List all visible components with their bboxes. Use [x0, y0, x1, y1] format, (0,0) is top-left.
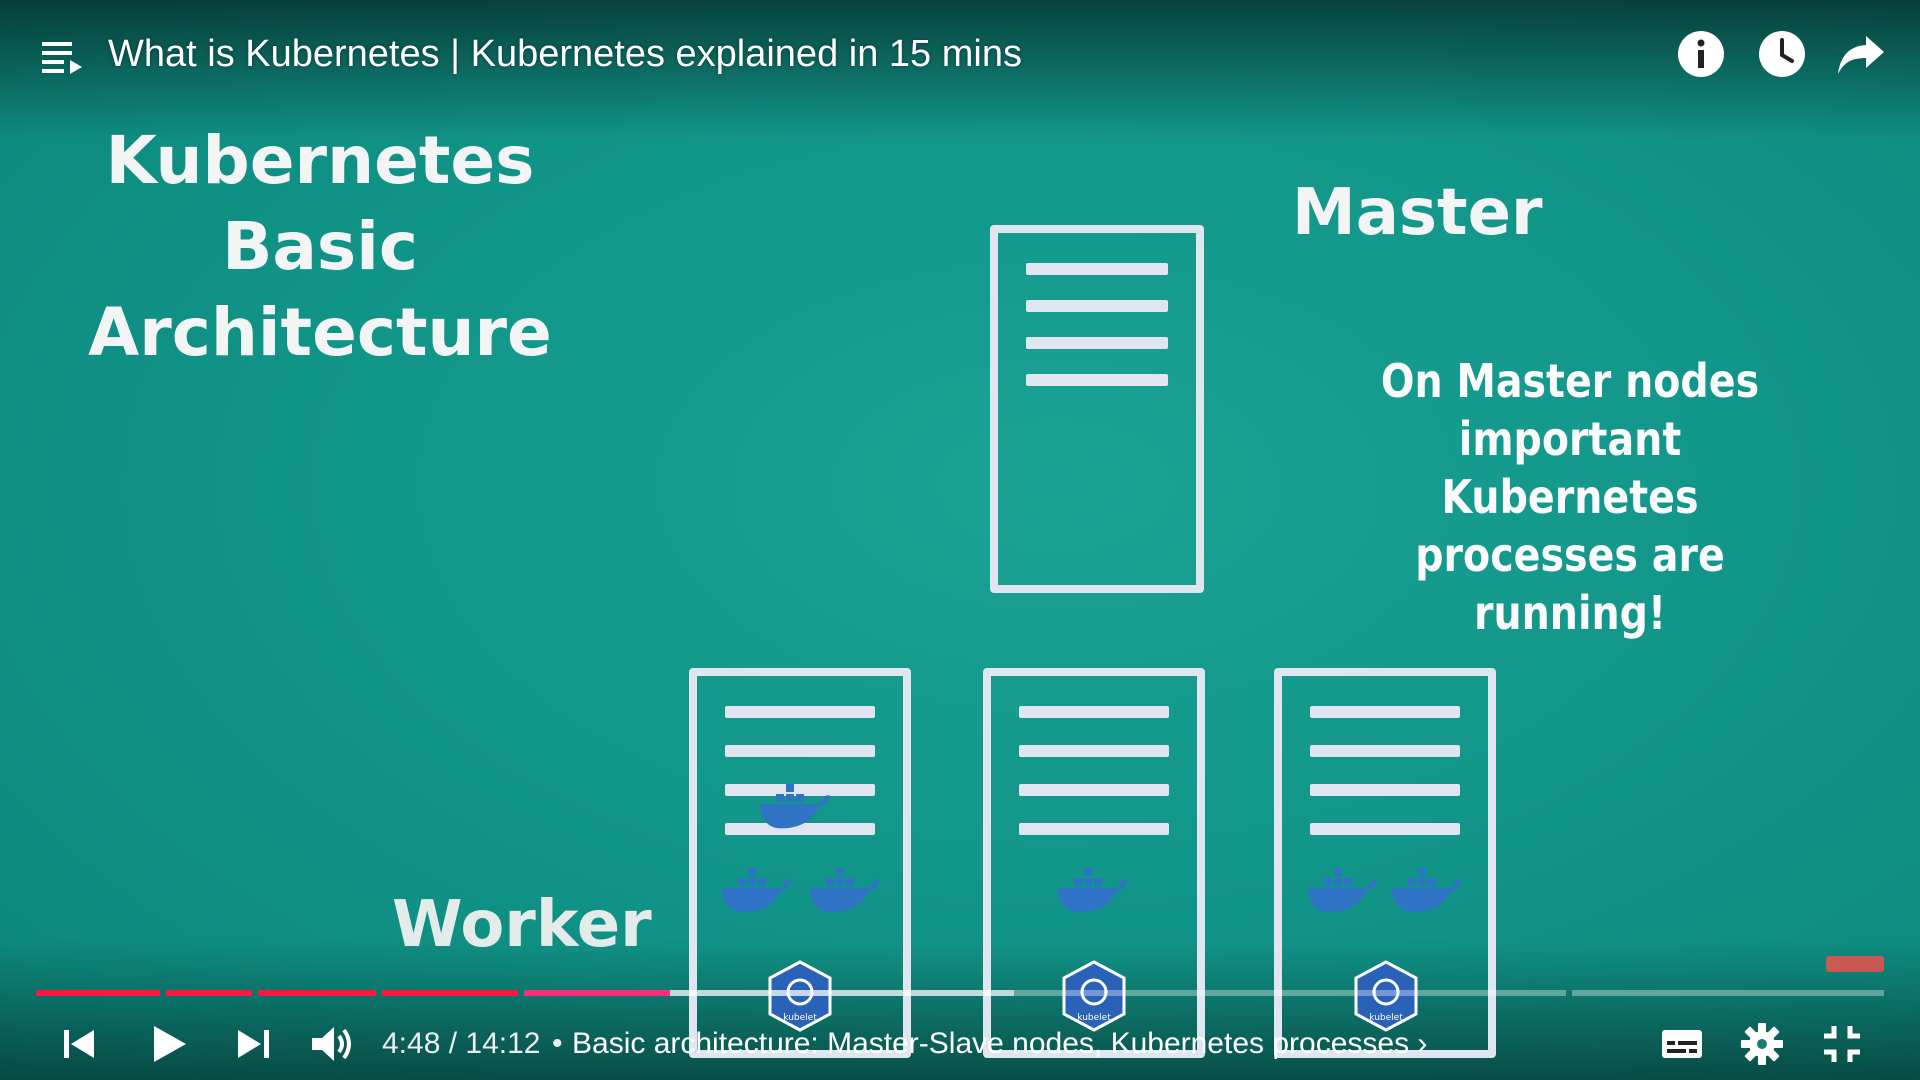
slide-title-line: Kubernetes [105, 122, 535, 199]
bottom-gradient [0, 940, 1920, 1080]
chapter-title[interactable]: Basic architecture: Master-Slave nodes, … [572, 1027, 1428, 1060]
kubelet-icon: kubelet [1354, 960, 1418, 1032]
kubelet-label: kubelet [1369, 1013, 1403, 1023]
docker-whale-icon [1058, 868, 1128, 913]
video-title[interactable]: What is Kubernetes | Kubernetes explaine… [108, 33, 1022, 75]
server-line [1310, 823, 1460, 835]
slide-title: Kubernetes Basic Architecture [80, 118, 560, 376]
kubelet-label: kubelet [783, 1013, 817, 1023]
server-line [725, 784, 875, 796]
server-line [725, 745, 875, 757]
subscribe-watermark[interactable] [1826, 956, 1884, 972]
master-note: On Master nodes important Kubernetes pro… [1338, 352, 1802, 642]
master-server [990, 225, 1204, 593]
worker-server [1274, 668, 1496, 1058]
player-controls: 4:48 / 14:12 • Basic architecture: Maste… [0, 1008, 1920, 1080]
kubelet-icon: kubelet [1062, 960, 1126, 1032]
server-line [1310, 784, 1460, 796]
server-line [1026, 263, 1168, 275]
master-note-line: processes are running! [1415, 528, 1725, 640]
docker-whale-icon [760, 784, 830, 829]
chapter-segment[interactable] [36, 990, 160, 996]
subtitles-icon[interactable] [1656, 1018, 1708, 1070]
info-icon[interactable] [1675, 28, 1727, 80]
played-bar [524, 990, 670, 996]
kubelet-label: kubelet [1077, 1013, 1111, 1023]
master-note-line: important Kubernetes [1441, 412, 1699, 524]
worker-label: Worker [392, 888, 652, 962]
chapter-separator: • [552, 1027, 563, 1060]
volume-icon[interactable] [306, 1018, 358, 1070]
share-icon[interactable] [1836, 28, 1888, 80]
server-line [1019, 745, 1169, 757]
chapter-segment[interactable] [258, 990, 376, 996]
player-top-bar: What is Kubernetes | Kubernetes explaine… [0, 0, 1920, 108]
server-line [1026, 374, 1168, 386]
chapter-segment[interactable] [1572, 990, 1884, 996]
gear-icon[interactable] [1736, 1018, 1788, 1070]
play-icon[interactable] [142, 1018, 194, 1070]
server-line [725, 706, 875, 718]
progress-bar[interactable] [36, 990, 1884, 996]
server-line [1026, 337, 1168, 349]
total-time: 14:12 [465, 1027, 541, 1060]
master-label: Master [1292, 176, 1543, 250]
docker-whale-icon [1392, 868, 1462, 913]
worker-server [689, 668, 911, 1058]
server-line [1310, 745, 1460, 757]
skip-previous-icon[interactable] [54, 1018, 106, 1070]
time-display: 4:48 / 14:12 [382, 1022, 541, 1066]
docker-whale-icon [810, 868, 880, 913]
exit-fullscreen-icon[interactable] [1816, 1018, 1868, 1070]
docker-whale-icon [722, 868, 792, 913]
chapter-segment[interactable] [382, 990, 518, 996]
slide-title-line: Architecture [88, 294, 552, 371]
server-line [1019, 823, 1169, 835]
time-separator: / [448, 1027, 458, 1060]
server-line [1310, 706, 1460, 718]
top-gradient [0, 0, 1920, 140]
server-line [725, 823, 875, 835]
master-note-line: On Master nodes [1380, 354, 1760, 408]
server-line [1019, 706, 1169, 718]
current-time: 4:48 [382, 1027, 441, 1060]
buffered-bar [524, 990, 1014, 996]
server-line [1019, 784, 1169, 796]
playlist-icon[interactable] [38, 34, 86, 78]
chapter-segment[interactable] [524, 990, 1566, 996]
worker-server [983, 668, 1205, 1058]
server-line [1026, 300, 1168, 312]
chapter-segment[interactable] [166, 990, 252, 996]
slide-title-line: Basic [222, 208, 418, 285]
clock-icon[interactable] [1756, 28, 1808, 80]
skip-next-icon[interactable] [228, 1018, 280, 1070]
docker-whale-icon [1308, 868, 1378, 913]
